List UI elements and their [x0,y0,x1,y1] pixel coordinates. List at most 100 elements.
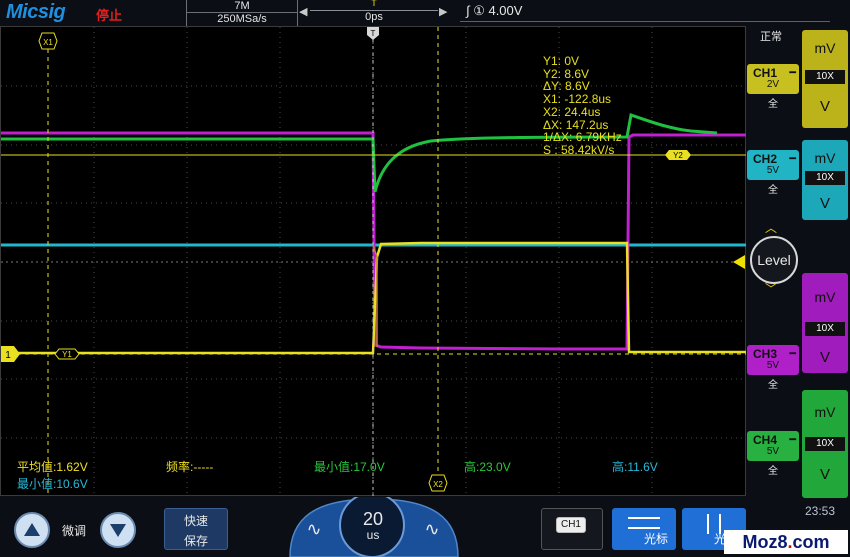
ch3-probe[interactable]: 10X [805,322,845,336]
cursor-y2-tag: Y2 [665,150,691,160]
ch1-dash: ━ [789,67,796,79]
meas-ch4-min[interactable]: 最小值:17.0V [314,460,385,474]
cursor-x1-tag: X1 [38,32,58,50]
ch2-probe[interactable]: 10X [805,171,845,185]
readout-inverse-dx: 1/ΔX: 6.79KHz [543,130,622,145]
meas-ch1-frequency[interactable]: 频率:----- [166,460,214,474]
ch2-coupling: 全 [768,185,778,196]
arrow-up-icon [24,523,40,536]
ch1-unit-top: mV [814,40,836,56]
rising-edge-icon: ∫ [466,3,470,18]
run-stop-status[interactable]: 停止 [96,9,123,24]
horizontal-position[interactable]: T 0ps [310,0,438,26]
readout-x1: X1: -122.8us [543,92,612,107]
ch1-probe[interactable]: 10X [805,70,845,84]
ch2-unit-bottom: V [819,195,830,212]
ch4-unit-top: mV [814,404,836,420]
ch4-probe[interactable]: 10X [805,437,845,451]
quick-save-button[interactable]: 快速 保存 [164,508,228,550]
ch3-trace [1,131,747,351]
ch2-name: CH2 [753,152,778,166]
quick-save-line2: 保存 [183,534,208,548]
ch2-unit-top: mV [814,150,836,166]
ch1-side-control[interactable]: mV 10X V [802,30,848,128]
meas-ch4-high[interactable]: 高:23.0V [464,460,511,474]
site-watermark: Moz8.com [724,530,848,554]
ch4-scale: 5V [766,446,780,457]
ch3-scale: 5V [766,360,780,371]
fine-adjust-label: 微调 [62,524,87,538]
level-up-icon[interactable]: ︿ [765,221,778,235]
timebase-unit: us [366,528,380,542]
acquisition-info[interactable]: 7M 250MSa/s [186,0,298,26]
ch3-side-control[interactable]: mV 10X V [802,273,848,373]
ch3-chip[interactable]: CH3 ━ 5V [747,345,799,375]
level-knob-label: Level [757,252,791,268]
ch1-ground-marker: 1 [1,346,20,362]
readout-x2: X2: 24.4us [543,104,601,119]
meas-ch1-mean[interactable]: 平均值:1.62V [17,460,88,474]
trigger-position-label: T [371,29,376,38]
watermark-dot: . [787,532,793,552]
fine-down-button[interactable] [100,512,136,548]
clock: 23:53 [805,504,836,518]
timebase-decrease-icon: ∿ [306,519,321,540]
timebase-dial[interactable]: ∿ ∿ [286,497,462,557]
acquire-mode[interactable]: 正常 [760,30,782,43]
ch2-chip[interactable]: CH2 ━ 5V [747,150,799,180]
pan-right-icon[interactable]: ▶ [439,6,448,18]
ch3-name: CH3 [753,347,778,361]
readout-slew: S : 58.42kV/s [543,142,615,157]
horizontal-offset-value: 0ps [310,10,438,23]
ch1-ground-label: 1 [5,350,11,361]
readout-y1: Y1: 0V [543,54,580,68]
meas-ch2-high[interactable]: 高:11.6V [612,460,658,474]
waveform-canvas: X1 X2 Y1 Y2 T 1 [1,27,747,497]
timebase-value: 20 [362,509,384,529]
trigger-level-arrow [733,255,745,269]
ch4-chip[interactable]: CH4 ━ 5V [747,431,799,461]
watermark-part-a: Moz8 [742,532,788,552]
trigger-level-knob[interactable]: Level [750,236,798,284]
horizontal-cursor-label: 光标 [643,532,668,546]
trigger-divider [460,21,830,22]
trigger-source: ① [473,3,485,18]
arrow-down-icon [110,524,126,537]
trigger-position-marker: T [371,0,377,8]
top-status-bar: Micsig 停止 7M 250MSa/s ◀ T 0ps ▶ ∫ ① 4.00… [0,0,850,26]
cursor-source-channel: CH1 [556,517,586,533]
ch3-dash: ━ [789,348,796,360]
ch1-coupling: 全 [768,99,778,110]
ch4-dash: ━ [789,434,796,446]
quick-save-line1: 快速 [183,514,208,528]
pan-left-icon[interactable]: ◀ [299,6,308,18]
horizontal-cursor-icon [628,517,660,529]
ch1-unit-bottom: V [819,98,830,115]
cursor-y1-tag: Y1 [54,348,80,360]
ch2-dash: ━ [789,153,796,165]
brand-logo: Micsig [6,1,66,23]
trigger-settings[interactable]: ∫ ① 4.00V [466,3,522,19]
readout-y2: Y2: 8.6V [543,66,590,81]
ch2-side-control[interactable]: mV 10X V [802,140,848,220]
cursor-source-button[interactable]: CH1 [541,508,603,550]
trigger-position-tag: T [367,27,379,40]
ch4-trace [1,113,718,193]
horizontal-cursor-button[interactable]: 光标 [612,508,676,550]
ch1-chip[interactable]: CH1 ━ 2V [747,64,799,94]
meas-ch2-min[interactable]: 最小值:10.6V [17,477,88,491]
ch1-trace [1,241,747,355]
cursor-readout-panel: Y1: 0V Y2: 8.6V ΔY: 8.6V X1: -122.8us X2… [543,55,622,157]
ch4-unit-bottom: V [819,466,830,483]
vertical-cursor-icon [707,514,721,534]
ch1-edge-overshoot [372,244,378,347]
waveform-display[interactable]: X1 X2 Y1 Y2 T 1 Y1: 0V Y2: 8.6V ΔY: 8. [0,26,747,497]
timebase-increase-icon: ∿ [424,519,439,540]
level-down-icon[interactable]: ﹀ [765,282,778,296]
cursor-x2-tag: X2 [428,474,448,492]
fine-up-button[interactable] [14,512,50,548]
cursor-x1-label: X1 [43,38,53,47]
trigger-level: 4.00V [488,3,523,18]
watermark-part-b: com [792,532,830,552]
ch4-side-control[interactable]: mV 10X V [802,390,848,498]
